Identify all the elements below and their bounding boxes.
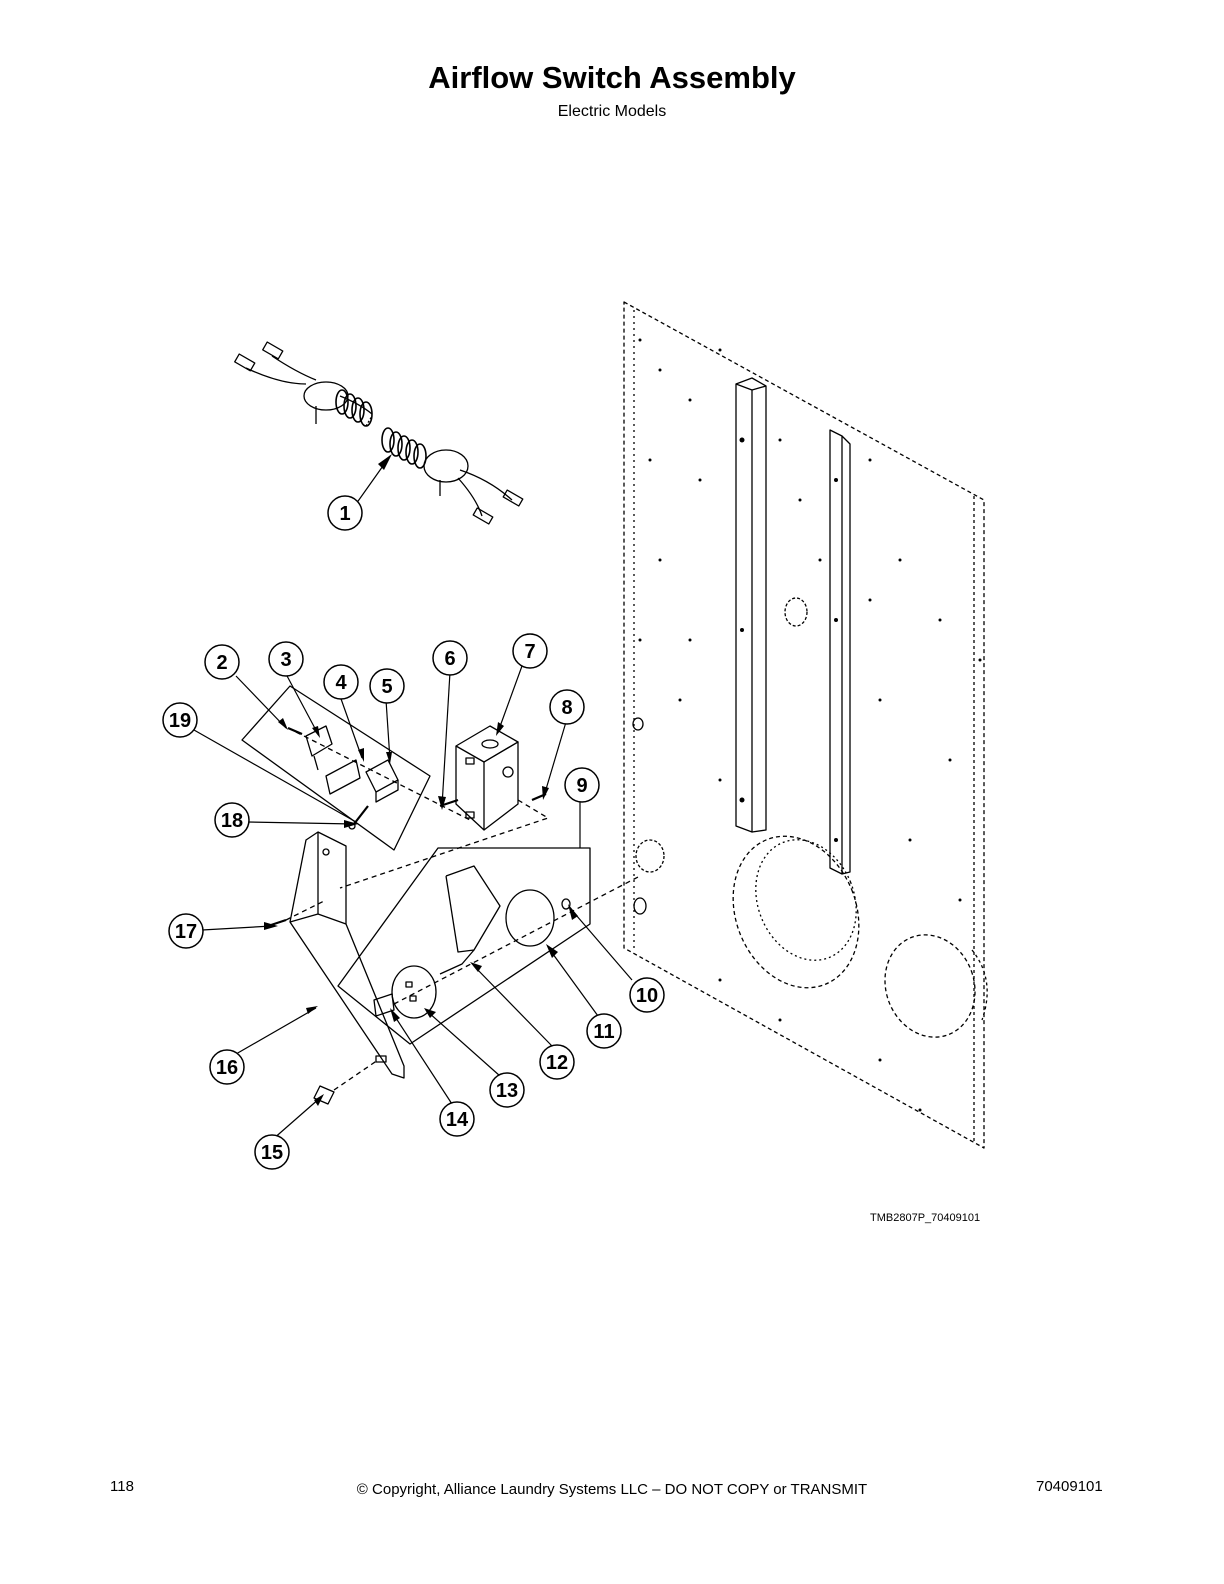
callout-3: 3 bbox=[280, 649, 291, 671]
document-number: 70409101 bbox=[1036, 1478, 1103, 1495]
wire-harness bbox=[234, 341, 524, 525]
page-number: 118 bbox=[110, 1478, 134, 1495]
callout-17: 17 bbox=[175, 921, 197, 943]
bracket-5 bbox=[365, 759, 399, 803]
screw-15 bbox=[313, 1085, 335, 1105]
copyright-notice: © Copyright, Alliance Laundry Systems LL… bbox=[356, 1481, 868, 1498]
page-title: Airflow Switch Assembly bbox=[428, 60, 796, 95]
screw-2 bbox=[287, 726, 303, 736]
callout-1: 1 bbox=[339, 503, 350, 525]
leader-lines bbox=[193, 455, 633, 1141]
callout-11: 11 bbox=[593, 1021, 614, 1043]
vane-assembly-outline-9 bbox=[337, 847, 591, 1045]
callout-15: 15 bbox=[261, 1142, 283, 1164]
switch-box-7 bbox=[455, 725, 519, 831]
callout-16: 16 bbox=[216, 1057, 238, 1079]
rear-panel bbox=[623, 301, 988, 1149]
insulator-4 bbox=[325, 759, 361, 795]
mounting-bracket-16 bbox=[289, 831, 405, 1079]
callout-6: 6 bbox=[444, 648, 455, 670]
callout-5: 5 bbox=[381, 676, 392, 698]
callout-circles bbox=[162, 495, 665, 1170]
callout-2: 2 bbox=[216, 652, 227, 674]
microswitch-3 bbox=[305, 725, 333, 771]
callout-19: 19 bbox=[169, 710, 191, 732]
callout-8: 8 bbox=[561, 697, 572, 719]
callout-12: 12 bbox=[546, 1052, 568, 1074]
callout-18: 18 bbox=[221, 810, 243, 832]
leader-arrowheads bbox=[264, 454, 578, 1106]
vane-disc-11 bbox=[505, 889, 555, 947]
washer-10 bbox=[561, 898, 571, 910]
rear-panel-holes bbox=[638, 338, 982, 1112]
callout-14: 14 bbox=[446, 1109, 469, 1131]
clip-14 bbox=[373, 993, 395, 1017]
callout-4: 4 bbox=[335, 672, 347, 694]
disc-13 bbox=[391, 965, 437, 1019]
callout-9: 9 bbox=[576, 775, 587, 797]
switch-group-outline bbox=[241, 685, 431, 851]
callout-13: 13 bbox=[496, 1080, 518, 1102]
callout-7: 7 bbox=[524, 641, 535, 663]
wire-actuator-12 bbox=[439, 865, 501, 975]
page-subtitle: Electric Models bbox=[557, 103, 667, 120]
drawing-code: TMB2807P_70409101 bbox=[870, 1212, 981, 1224]
callout-10: 10 bbox=[636, 985, 658, 1007]
